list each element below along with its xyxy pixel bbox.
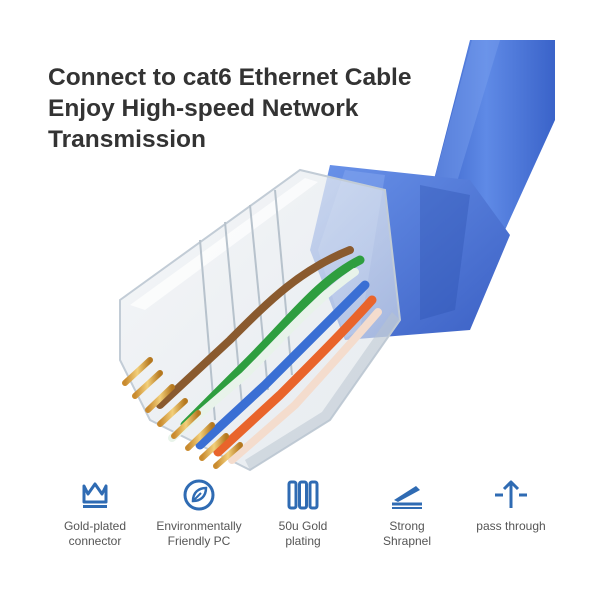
feature-label: pass through xyxy=(476,519,546,533)
feature-pass-through: pass through xyxy=(456,478,566,534)
clear-plug-body xyxy=(119,168,402,472)
pass-through-icon xyxy=(495,480,527,508)
headline-line-3: Transmission xyxy=(48,126,206,153)
twisted-wires xyxy=(156,246,382,464)
leaf-icon xyxy=(183,479,215,511)
shrapnel-icon xyxy=(392,486,422,509)
headline-line-2: Enjoy High-speed Network xyxy=(48,95,359,122)
crown-icon xyxy=(82,482,108,508)
headline-line-1: Connect to cat6 Ethernet Cable xyxy=(48,64,412,91)
gold-bars-icon xyxy=(287,480,319,510)
headline: Connect to cat6 Ethernet Cable Enjoy Hig… xyxy=(48,62,468,155)
gold-pins xyxy=(122,357,243,469)
